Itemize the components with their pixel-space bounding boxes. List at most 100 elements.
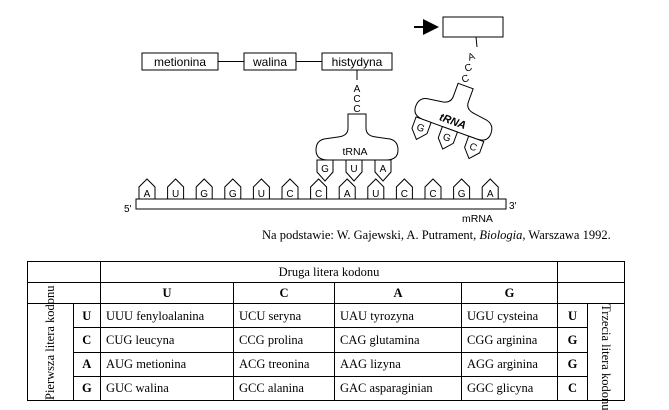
translation-diagram: metionina walina histydyna A C C tRNA G … bbox=[124, 16, 517, 225]
trna-left-anticodon-1: G bbox=[321, 164, 329, 175]
first-letter-c: C bbox=[72, 327, 102, 353]
table-corner-empty-right bbox=[557, 261, 625, 283]
first-letter-label-cell: Pierwsza litera kodonu bbox=[27, 285, 74, 401]
mrna-strand: 5' 3' A U G G U C C A U C C G A mRNA bbox=[124, 178, 517, 225]
mrna-3-prime-end: 3' bbox=[509, 201, 517, 212]
mrna-base: C bbox=[315, 189, 322, 200]
mrna-base: A bbox=[344, 189, 351, 200]
mrna-base: G bbox=[458, 189, 466, 200]
trna-left-stem-base-1: A bbox=[354, 84, 361, 95]
mrna-base-slot bbox=[281, 178, 299, 200]
trna-left-stem-base-2: C bbox=[353, 94, 360, 105]
mrna-5-prime-end: 5' bbox=[124, 204, 132, 215]
peptide-chain: metionina walina histydyna bbox=[141, 52, 393, 71]
codon-cell: AGG arginina bbox=[461, 351, 558, 377]
codon-cell: CAG glutamina bbox=[334, 327, 462, 353]
codon-cell: CUG leucyna bbox=[100, 327, 234, 353]
mrna-base: U bbox=[372, 189, 379, 200]
table-corner-empty-3 bbox=[557, 282, 625, 304]
source-prefix: Na podstawie: W. Gajewski, A. Putrament, bbox=[262, 228, 480, 242]
source-title: Biologia bbox=[479, 228, 523, 242]
third-letter-label-cell: Trzecia litera kodonu bbox=[586, 303, 626, 410]
table-header-row-1: Druga litera kodonu bbox=[27, 261, 625, 283]
trna-right-stem-base-2: C bbox=[463, 62, 474, 75]
codon-cell: GAC asparaginian bbox=[334, 375, 462, 402]
codon-cell: UGU cysteina bbox=[461, 302, 558, 329]
codon-cell: UAU tyrozyna bbox=[334, 302, 462, 329]
mrna-base-slot bbox=[481, 178, 499, 200]
mrna-base: C bbox=[401, 189, 408, 200]
trna-left-label: tRNA bbox=[342, 146, 367, 158]
mrna-base-slot bbox=[395, 178, 413, 200]
amino-acid-label-2: walina bbox=[252, 55, 287, 69]
trna-right-anticodon-slot-3 bbox=[464, 135, 485, 160]
table-row: Pierwsza litera kodonu U UUU fenyloalani… bbox=[27, 285, 626, 410]
amino-acid-label-3: histydyna bbox=[332, 55, 383, 69]
first-letter-g: G bbox=[72, 375, 102, 402]
trna-right-link bbox=[475, 36, 478, 48]
mrna-base-slot bbox=[367, 178, 385, 200]
codon-cell: CCG prolina bbox=[233, 327, 335, 353]
codon-cell: CGG arginina bbox=[461, 327, 558, 353]
mrna-base: A bbox=[487, 189, 494, 200]
codon-cell: GGC glicyna bbox=[461, 375, 558, 402]
mrna-base-slot bbox=[195, 178, 213, 200]
codon-cell: ACG treonina bbox=[233, 351, 335, 377]
table-row: C CUG leucyna CCG prolina CAG glutamina … bbox=[28, 327, 625, 353]
third-letter-1: U bbox=[557, 302, 588, 329]
second-letter-u: U bbox=[100, 282, 234, 304]
table-header-row-2: U C A G bbox=[27, 282, 625, 304]
second-letter-a: A bbox=[334, 282, 462, 304]
mrna-label: mRNA bbox=[462, 213, 493, 225]
second-letter-c: C bbox=[233, 282, 335, 304]
mrna-base-slot bbox=[224, 178, 242, 200]
trna-right: A C C tRNA G G C bbox=[411, 36, 493, 160]
mrna-base-slot bbox=[453, 178, 471, 200]
trna-left-anticodon-slot-2 bbox=[345, 159, 363, 182]
trna-right-anticodon-3: C bbox=[468, 141, 479, 154]
table-corner-empty-2 bbox=[27, 282, 101, 304]
trna-left-anticodon-3: A bbox=[380, 164, 387, 175]
codon-table: Druga litera kodonu U C A G Pierwsza lit… bbox=[27, 261, 626, 410]
amino-acid-label-1: metionina bbox=[154, 55, 206, 69]
trna-right-anticodon-2: G bbox=[441, 132, 452, 145]
mrna-base-slot bbox=[310, 178, 328, 200]
mrna-base-slot bbox=[424, 178, 442, 200]
mrna-base: U bbox=[172, 189, 179, 200]
trna-right-stem-base-1: A bbox=[466, 51, 476, 64]
trna-right-anticodon-1: G bbox=[415, 122, 426, 135]
codon-cell: GUC walina bbox=[100, 375, 234, 402]
mrna-base: A bbox=[144, 189, 151, 200]
trna-left-anticodon-slot-1 bbox=[316, 159, 334, 182]
codon-cell: UUU fenyloalanina bbox=[100, 302, 234, 329]
third-letter-4: C bbox=[557, 375, 588, 402]
first-letter-a: A bbox=[72, 351, 102, 377]
table-row: A AUG metionina ACG treonina AAG lizyna … bbox=[28, 351, 625, 377]
mrna-base-slot bbox=[167, 178, 185, 200]
trna-right-stem-base-3: C bbox=[460, 73, 471, 86]
mrna-base-slot bbox=[252, 178, 270, 200]
mrna-base: C bbox=[286, 189, 293, 200]
mrna-base: G bbox=[200, 189, 208, 200]
third-letter-3: G bbox=[557, 351, 588, 377]
first-letter-u: U bbox=[72, 302, 102, 329]
source-suffix: , Warszawa 1992. bbox=[522, 228, 611, 242]
trna-right-anticodon-slot-1 bbox=[411, 116, 432, 141]
mrna-backbone bbox=[135, 198, 507, 210]
table-row: G GUC walina GCC alanina GAC asparaginia… bbox=[28, 375, 625, 402]
mrna-base: C bbox=[429, 189, 436, 200]
third-letter-2: G bbox=[557, 327, 588, 353]
trna-left-stem-base-3: C bbox=[353, 104, 360, 115]
mrna-base: U bbox=[258, 189, 265, 200]
first-letter-label: Pierwsza litera kodonu bbox=[43, 285, 58, 400]
trna-left-anticodon-slot-3 bbox=[374, 159, 392, 182]
mrna-base: G bbox=[229, 189, 237, 200]
codon-cell: GCC alanina bbox=[233, 375, 335, 402]
source-citation: Na podstawie: W. Gajewski, A. Putrament,… bbox=[262, 228, 611, 243]
trna-left: A C C tRNA G U A bbox=[315, 70, 399, 182]
second-letter-g: G bbox=[461, 282, 558, 304]
table-corner-empty bbox=[27, 261, 101, 283]
codon-cell: AAG lizyna bbox=[334, 351, 462, 377]
trna-left-anticodon-2: U bbox=[350, 164, 357, 175]
